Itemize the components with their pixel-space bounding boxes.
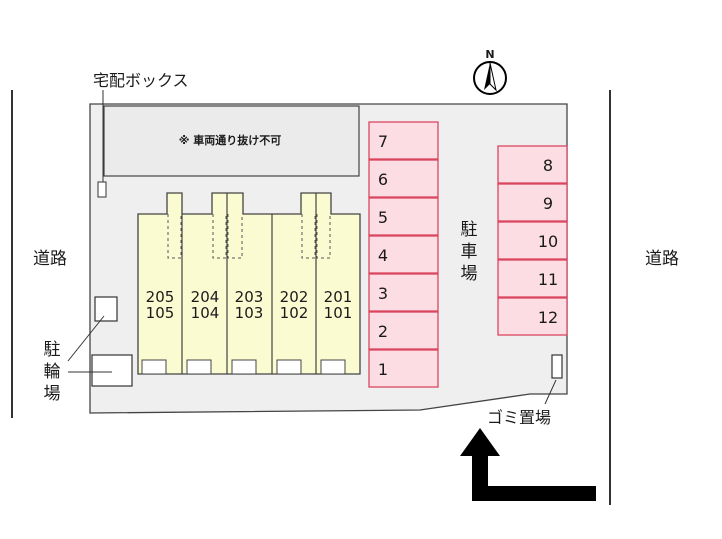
parking-space-number: 12 <box>538 308 558 327</box>
garbage-leader <box>544 379 557 405</box>
bicycle-parking-label: 場 <box>44 384 61 404</box>
bicycle-parking-large <box>91 354 133 387</box>
parking-space-number: 5 <box>378 208 388 227</box>
unit-lower: 105 <box>146 304 175 322</box>
delivery-box <box>97 181 107 198</box>
parking-lot-label: 車 <box>461 242 478 262</box>
road-label-left: 道路 <box>33 249 67 269</box>
unit-upper: 201 <box>324 288 353 306</box>
unit-lower: 101 <box>324 304 353 322</box>
parking-space-number: 8 <box>543 156 553 175</box>
bicycle-leader <box>67 315 105 362</box>
delivery-box-label: 宅配ボックス <box>93 71 189 90</box>
building: 205 105 204 104 203 103 202 102 201 101 <box>137 192 361 375</box>
parking-space-number: 6 <box>378 170 388 189</box>
parking-lot-label: 場 <box>461 264 478 284</box>
unit-upper: 203 <box>235 288 264 306</box>
entrance-arrow-icon <box>460 428 596 501</box>
parking-space-number: 2 <box>378 322 388 341</box>
garbage-area <box>551 354 563 379</box>
bicycle-parking-label: 駐 <box>44 340 61 360</box>
parking-lot-label: 駐 <box>461 220 478 240</box>
north-compass-icon: N <box>473 48 507 95</box>
road-label-right: 道路 <box>645 249 679 269</box>
parking-space-number: 9 <box>543 194 553 213</box>
parking-space-number: 4 <box>378 246 388 265</box>
unit-lower: 102 <box>280 304 309 322</box>
unit-upper: 204 <box>191 288 220 306</box>
unit-lower: 103 <box>235 304 264 322</box>
garbage-area-label: ゴミ置場 <box>487 408 551 427</box>
parking-column-left: 7 6 5 4 3 2 1 <box>368 121 439 388</box>
parking-space-number: 3 <box>378 284 388 303</box>
no-through-label: ※ 車両通り抜け不可 <box>179 133 282 147</box>
parking-space-number: 11 <box>538 270 558 289</box>
building-outline <box>137 192 361 375</box>
unit-upper: 205 <box>146 288 175 306</box>
parking-space-number: 1 <box>378 360 388 379</box>
no-through-zone <box>103 105 360 177</box>
north-label: N <box>485 48 494 61</box>
unit-upper: 202 <box>280 288 309 306</box>
bicycle-parking-small <box>94 296 118 322</box>
unit-lower: 104 <box>191 304 220 322</box>
parking-space-number: 7 <box>378 132 388 151</box>
parking-column-right: 8 9 10 11 12 <box>497 145 568 336</box>
parking-space-number: 10 <box>538 232 558 251</box>
bicycle-parking-label: 輪 <box>44 362 61 382</box>
